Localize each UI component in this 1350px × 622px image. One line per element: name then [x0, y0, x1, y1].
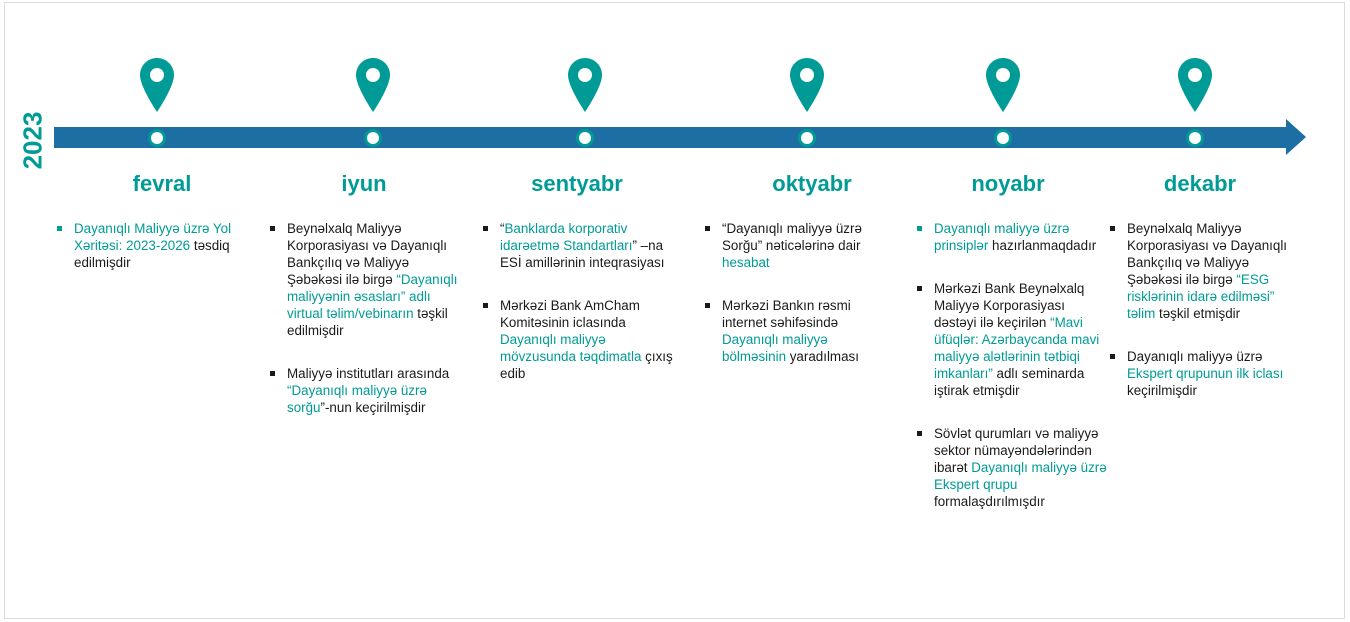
- year-label: 2023: [17, 111, 48, 169]
- event-item: Beynəlxalq Maliyyə Korporasiyası və Daya…: [1110, 220, 1300, 322]
- event-item: Maliyyə institutları arasında “Dayanıqlı…: [270, 365, 460, 416]
- event-item: “Dayanıqlı maliyyə üzrə Sorğu” nəticələr…: [705, 220, 895, 271]
- bullet-icon: [917, 431, 922, 436]
- month-column: Dayanıqlı Maliyyə üzrə Yol Xəritəsi: 202…: [57, 220, 247, 297]
- event-item: Sövlət qurumları və maliyyə sektor nümay…: [917, 425, 1107, 510]
- event-list: “Dayanıqlı maliyyə üzrə Sorğu” nəticələr…: [705, 220, 895, 365]
- event-text: adlı seminarda iştirak etmişdir: [934, 366, 1085, 398]
- bullet-icon: [1110, 354, 1115, 359]
- event-text: təsdiq edilmişdir: [74, 238, 230, 270]
- highlighted-text: Dayanıqlı maliyyə üzrə Ekspert qrupu: [934, 460, 1107, 492]
- highlighted-text: “Mavi üfüqlər: Azərbaycanda mavi maliyyə…: [934, 315, 1100, 381]
- timeline-dot: [576, 129, 594, 147]
- bullet-icon: [1110, 226, 1115, 231]
- event-text: ” –na ESİ amillərinin inteqrasiyası: [500, 238, 665, 270]
- event-list: Dayanıqlı maliyyə üzrə prinsiplər hazırl…: [917, 220, 1107, 510]
- event-text: təşkil edilmişdir: [287, 306, 448, 338]
- event-text: Mərkəzi Bank Beynəlxalq Maliyyə Korporas…: [934, 281, 1085, 330]
- event-text: “: [500, 221, 505, 236]
- timeline-dot: [364, 129, 382, 147]
- year-label-wrap: 2023: [15, 108, 51, 172]
- event-text: ”-nun keçirilmişdir: [320, 400, 426, 415]
- highlighted-text: Dayanıqlı maliyyə bölməsinin: [722, 332, 828, 364]
- highlighted-text: Dayanıqlı maliyyə mövzusunda təqdimatla: [500, 332, 642, 364]
- highlighted-text: “Dayanıqlı maliyyə üzrə sorğu: [287, 383, 427, 415]
- highlighted-text: Banklarda korporativ idarəetmə Standartl…: [500, 221, 633, 253]
- event-list: “Banklarda korporativ idarəetmə Standart…: [483, 220, 673, 382]
- event-text: Sövlət qurumları və maliyyə sektor nümay…: [934, 426, 1099, 475]
- event-item: Mərkəzi Bank AmCham Komitəsinin iclasınd…: [483, 297, 673, 382]
- map-pin-icon: [355, 57, 391, 113]
- month-column: “Dayanıqlı maliyyə üzrə Sorğu” nəticələr…: [705, 220, 895, 391]
- event-item: Beynəlxalq Maliyyə Korporasiyası və Daya…: [270, 220, 460, 339]
- event-text: yaradılması: [786, 349, 859, 364]
- bullet-icon: [705, 303, 710, 308]
- bullet-icon: [57, 226, 62, 231]
- highlighted-text: “ESG risklərinin idarə edilməsi” təlim: [1127, 272, 1275, 321]
- event-item: Mərkəzi Bank Beynəlxalq Maliyyə Korporas…: [917, 280, 1107, 399]
- month-heading: oktyabr: [772, 171, 852, 196]
- event-list: Beynəlxalq Maliyyə Korporasiyası və Daya…: [270, 220, 460, 416]
- event-text: Beynəlxalq Maliyyə Korporasiyası və Daya…: [1127, 221, 1288, 287]
- timeline-dot: [798, 129, 816, 147]
- event-text: Maliyyə institutları arasında: [287, 366, 450, 381]
- event-item: Dayanıqlı maliyyə üzrə prinsiplər hazırl…: [917, 220, 1107, 254]
- month-column: “Banklarda korporativ idarəetmə Standart…: [483, 220, 673, 408]
- month-heading: noyabr: [971, 171, 1045, 196]
- event-text: Mərkəzi Bank AmCham Komitəsinin iclasınd…: [500, 298, 640, 330]
- event-text: hazırlanmaqdadır: [988, 238, 1097, 253]
- month-heading: iyun: [341, 171, 387, 196]
- timeline-dot: [148, 129, 166, 147]
- month-heading: fevral: [132, 171, 192, 196]
- month-column: Dayanıqlı maliyyə üzrə prinsiplər hazırl…: [917, 220, 1107, 536]
- event-text: çıxış edib: [500, 349, 673, 381]
- event-list: Beynəlxalq Maliyyə Korporasiyası və Daya…: [1110, 220, 1300, 399]
- timeline-bar: [54, 127, 1286, 148]
- map-pin-icon: [985, 57, 1021, 113]
- bullet-icon: [483, 303, 488, 308]
- highlighted-text: hesabat: [722, 255, 770, 270]
- event-text: təşkil etmişdir: [1155, 306, 1241, 321]
- event-text: “Dayanıqlı maliyyə üzrə Sorğu” nəticələr…: [722, 221, 862, 253]
- timeline-arrowhead: [1286, 119, 1306, 155]
- bullet-icon: [917, 286, 922, 291]
- month-heading: dekabr: [1163, 171, 1237, 196]
- event-item: Dayanıqlı maliyyə üzrə Ekspert qrupunun …: [1110, 348, 1300, 399]
- event-item: Mərkəzi Bankın rəsmi internet səhifəsind…: [705, 297, 895, 365]
- bullet-icon: [483, 226, 488, 231]
- bullet-icon: [917, 226, 922, 231]
- highlighted-text: Ekspert qrupunun ilk iclası: [1127, 366, 1284, 381]
- highlighted-text: Dayanıqlı maliyyə üzrə prinsiplər: [934, 221, 1070, 253]
- event-list: Dayanıqlı Maliyyə üzrə Yol Xəritəsi: 202…: [57, 220, 247, 271]
- month-column: Beynəlxalq Maliyyə Korporasiyası və Daya…: [1110, 220, 1300, 425]
- timeline-dot: [1186, 129, 1204, 147]
- event-item: Dayanıqlı Maliyyə üzrə Yol Xəritəsi: 202…: [57, 220, 247, 271]
- bullet-icon: [705, 226, 710, 231]
- event-text: Mərkəzi Bankın rəsmi internet səhifəsind…: [722, 298, 851, 330]
- event-text: Dayanıqlı maliyyə üzrə: [1127, 349, 1263, 364]
- event-text: formalaşdırılmışdır: [934, 494, 1045, 509]
- month-column: Beynəlxalq Maliyyə Korporasiyası və Daya…: [270, 220, 460, 442]
- event-item: “Banklarda korporativ idarəetmə Standart…: [483, 220, 673, 271]
- map-pin-icon: [567, 57, 603, 113]
- map-pin-icon: [139, 57, 175, 113]
- timeline-panel: [4, 2, 1345, 619]
- highlighted-text: “Dayanıqlı maliyyənin əsasları” adlı vir…: [287, 272, 458, 321]
- bullet-icon: [270, 371, 275, 376]
- month-heading: sentyabr: [531, 171, 623, 196]
- event-text: keçirilmişdir: [1127, 383, 1197, 398]
- bullet-icon: [270, 226, 275, 231]
- event-text: Beynəlxalq Maliyyə Korporasiyası və Daya…: [287, 221, 448, 287]
- map-pin-icon: [789, 57, 825, 113]
- map-pin-icon: [1177, 57, 1213, 113]
- highlighted-text: Dayanıqlı Maliyyə üzrə Yol Xəritəsi: 202…: [74, 221, 232, 253]
- timeline-dot: [994, 129, 1012, 147]
